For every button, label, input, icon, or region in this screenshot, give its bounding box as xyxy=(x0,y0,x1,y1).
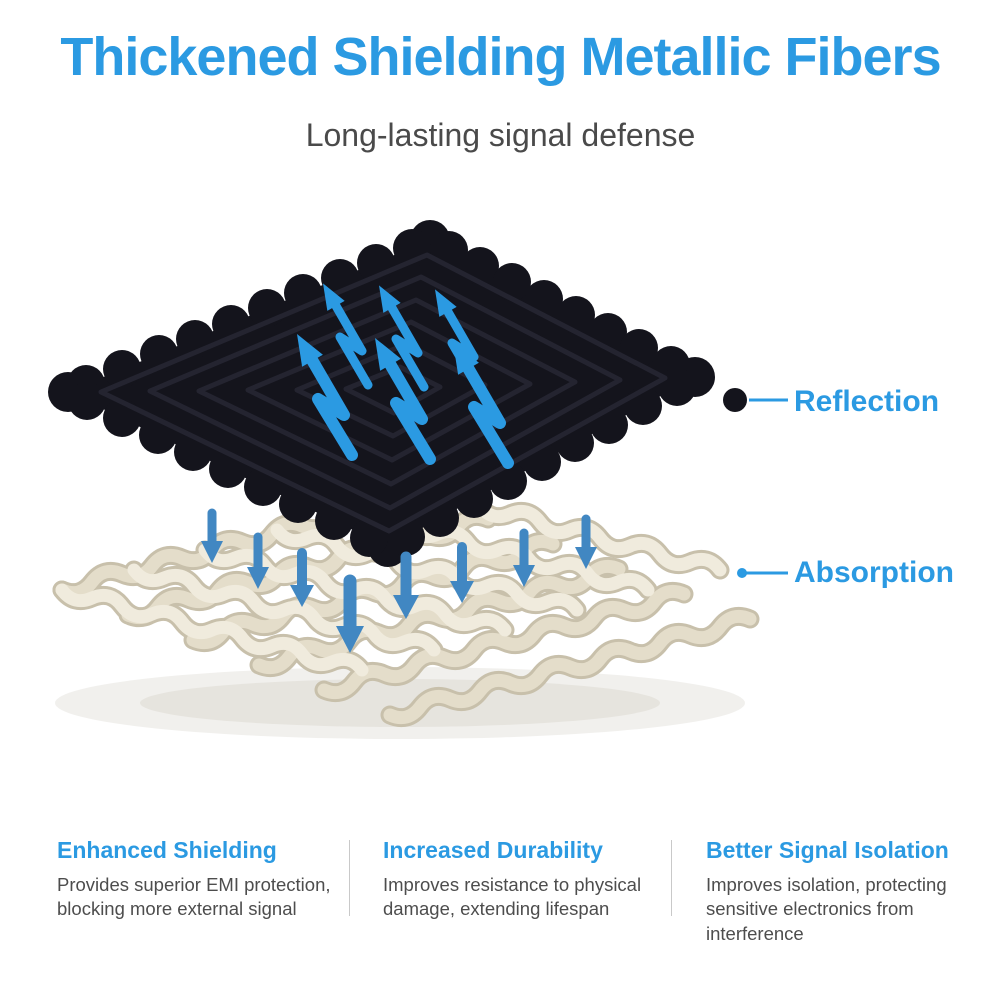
feature-body: Improves isolation, protecting sensitive… xyxy=(706,874,947,944)
absorption-arrows xyxy=(201,508,597,653)
feature-heading: Better Signal Isolation xyxy=(706,837,949,863)
feature-body: Provides superior EMI protection, blocki… xyxy=(57,874,331,920)
page-subtitle: Long-lasting signal defense xyxy=(305,117,696,153)
shielding-fabric-illustration xyxy=(48,220,788,739)
reflection-callout-dot xyxy=(723,388,747,412)
absorption-label: Absorption xyxy=(794,556,954,589)
page-title: Thickened Shielding Metallic Fibers xyxy=(60,27,941,87)
column-divider xyxy=(349,840,350,916)
reflection-arrows xyxy=(297,283,514,469)
feature-heading: Increased Durability xyxy=(383,837,603,863)
feature-enhanced-shielding: Enhanced Shielding Provides superior EMI… xyxy=(57,837,339,922)
column-divider xyxy=(671,840,672,916)
fabric-weave-texture xyxy=(98,252,668,534)
reflection-label: Reflection xyxy=(794,385,940,418)
feature-increased-durability: Increased Durability Improves resistance… xyxy=(383,837,661,922)
feature-list: Enhanced Shielding Provides superior EMI… xyxy=(57,837,976,946)
reflective-fabric-layer xyxy=(48,220,747,567)
absorption-callout-leader xyxy=(737,568,788,578)
feature-signal-isolation: Better Signal Isolation Improves isolati… xyxy=(706,837,976,946)
feature-heading: Enhanced Shielding xyxy=(57,837,277,863)
feature-body: Improves resistance to physical damage, … xyxy=(383,874,642,920)
